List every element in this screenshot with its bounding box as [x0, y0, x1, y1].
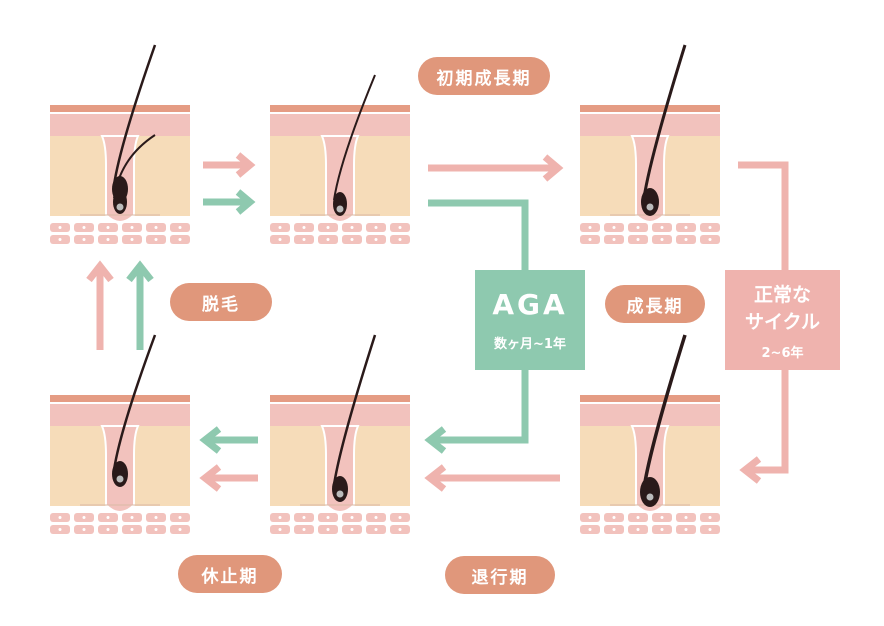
label-shedding: 脱毛: [170, 283, 272, 321]
label-early-anagen: 初期成長期: [418, 57, 550, 95]
normal-line1: 正常な: [753, 283, 811, 306]
skin-panel-5: [270, 334, 410, 534]
pink-arrow-up: [86, 260, 114, 350]
skin-panel-1: [50, 44, 190, 244]
green-arrow-up: [126, 260, 154, 350]
normal-cycle-box: 正常な サイクル 2~6年: [725, 270, 840, 370]
skin-panel-4: [580, 334, 720, 534]
aga-box: AGA 数ヶ月~1年: [475, 270, 585, 370]
label-anagen: 成長期: [605, 285, 705, 323]
pink-arrow-left-2: [199, 464, 258, 492]
skin-panels: [50, 44, 720, 534]
green-arrow-right-1: [203, 189, 256, 215]
label-catagen: 退行期: [445, 556, 555, 594]
aga-path: [424, 199, 529, 454]
pink-arrow-right-1: [203, 152, 256, 178]
pink-arrow-right-2: [428, 154, 564, 182]
green-arrow-left-2: [199, 426, 258, 454]
skin-panel-2: [270, 74, 410, 244]
skin-panel-6: [50, 334, 190, 534]
aga-duration: 数ヶ月~1年: [494, 337, 566, 352]
label-telogen: 休止期: [178, 555, 282, 593]
normal-path: [738, 161, 789, 484]
aga-title: AGA: [492, 288, 568, 321]
normal-duration: 2~6年: [761, 345, 804, 361]
pink-arrow-left-1: [424, 464, 560, 492]
skin-panel-3: [580, 44, 720, 244]
normal-line2: サイクル: [744, 310, 821, 333]
arrows: [86, 152, 789, 492]
